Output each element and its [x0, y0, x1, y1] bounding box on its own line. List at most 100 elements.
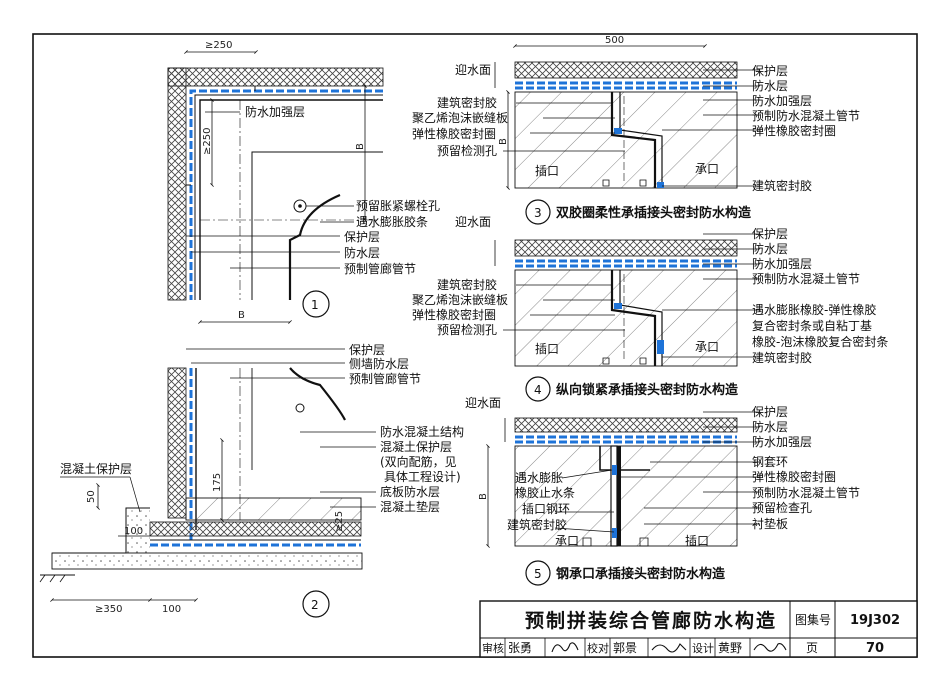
- detail3-label-sealant: 建筑密封胶: [437, 95, 497, 110]
- checker-signature: [651, 643, 687, 653]
- detail3-water-side: 迎水面: [455, 63, 491, 77]
- drawing-title: 预制拼装综合管廊防水构造: [525, 609, 777, 632]
- detail1-label-pipe: 预制管廊管节: [344, 261, 416, 276]
- designer-name: 黄野: [718, 641, 742, 655]
- detail1-dim-top: ≥250: [205, 40, 232, 51]
- detail3-label-foam-board: 聚乙烯泡沫嵌缝板: [412, 110, 508, 125]
- detail5-label-swell-2: 橡胶止水条: [515, 485, 575, 500]
- detail2-dim-175: 175: [212, 473, 223, 492]
- detail2-dim-25: ≥25: [334, 511, 345, 532]
- checker-name: 郭景: [613, 641, 637, 655]
- detail5-number: 5: [534, 567, 542, 581]
- detail5-label-steel-ring: 插口钢环: [522, 502, 570, 516]
- detail4-socket: 承口: [695, 340, 719, 354]
- detail-5: 迎水面 B 承口 插口 遇水膨胀 橡胶止水条 插口钢环 建筑密封胶 保护层 防水…: [465, 396, 860, 586]
- detail3-label-sealant-bottom: 建筑密封胶: [752, 178, 812, 193]
- page-label: 页: [806, 641, 818, 655]
- detail3-title: 双胶圈柔性承插接头密封防水构造: [556, 205, 752, 221]
- detail4-label-sealant: 建筑密封胶: [437, 277, 497, 292]
- detail5-label-rubber-ring: 弹性橡胶密封圈: [752, 469, 836, 484]
- designer-signature: [753, 643, 787, 652]
- detail2-dim-100b: 100: [162, 604, 181, 615]
- detail-1: ≥250 ≥250 B B 防水加强层 预留胀紧螺栓孔 遇水膨胀胶条 保护层 防…: [167, 40, 440, 324]
- detail5-label-check-hole: 预留检查孔: [752, 500, 812, 515]
- detail3-dim-top: 500: [605, 35, 624, 46]
- detail4-title: 纵向锁紧承插接头密封防水构造: [556, 382, 739, 398]
- detail2-label-concrete-structure: 防水混凝土结构: [380, 424, 464, 439]
- detail5-label-reinforce: 防水加强层: [752, 434, 812, 449]
- detail1-label-swell-strip: 遇水膨胀胶条: [356, 214, 428, 229]
- detail-4: 迎水面 插口 承口 建筑密封胶 聚乙烯泡沫嵌缝板 弹性橡胶密封圈 预留检测孔 保…: [412, 215, 888, 402]
- detail4-label-pipe: 预制防水混凝土管节: [752, 271, 860, 286]
- detail1-label-waterproof: 防水层: [344, 245, 380, 260]
- detail1-dim-B-side: B: [355, 143, 366, 150]
- detail3-spigot: 插口: [535, 164, 559, 178]
- detail3-socket: 承口: [695, 162, 719, 176]
- detail3-label-test-hole: 预留检测孔: [437, 143, 497, 158]
- detail1-label-reinforce: 防水加强层: [245, 104, 305, 119]
- detail5-socket: 承口: [555, 534, 579, 548]
- detail2-label-pipe: 预制管廊管节: [349, 371, 421, 386]
- detail5-label-pipe: 预制防水混凝土管节: [752, 485, 860, 500]
- detail4-label-composite-2: 复合密封条或自粘丁基: [752, 318, 872, 333]
- design-label: 设计: [692, 642, 714, 655]
- detail-2: 50 100 175 ≥25 ≥350 100 保护层 侧墙防水层 预制管廊管节…: [39, 343, 464, 618]
- detail2-dim-100a: 100: [124, 526, 143, 537]
- review-label: 审核: [482, 641, 504, 655]
- detail4-water-side: 迎水面: [455, 215, 491, 229]
- detail1-number: 1: [311, 298, 319, 312]
- detail3-label-pipe: 预制防水混凝土管节: [752, 108, 860, 123]
- detail4-spigot: 插口: [535, 342, 559, 356]
- detail2-label-concrete-protect: 混凝土保护层: [380, 439, 452, 454]
- detail2-number: 2: [311, 598, 319, 612]
- detail2-label-floor-waterproof: 底板防水层: [380, 484, 440, 499]
- detail3-number: 3: [534, 206, 542, 220]
- detail2-label-left-protect: 混凝土保护层: [60, 461, 132, 476]
- detail4-label-test-hole: 预留检测孔: [437, 322, 497, 337]
- detail3-label-rubber-ring: 弹性橡胶密封圈: [412, 126, 496, 141]
- detail3-label-waterproof: 防水层: [752, 78, 788, 93]
- sheet-border: [32, 33, 918, 658]
- detail2-label-rebar-note2: 具体工程设计): [384, 469, 461, 484]
- detail1-label-protect: 保护层: [344, 230, 380, 244]
- detail3-dim-B: B: [498, 138, 509, 145]
- detail2-dim-50: 50: [86, 490, 97, 503]
- detail4-label-rubber-ring: 弹性橡胶密封圈: [412, 307, 496, 322]
- title-block: 预制拼装综合管廊防水构造 图集号 19J302 审核 张勇 校对 郭景 设计 黄…: [479, 600, 918, 658]
- detail1-label-bolt-hole: 预留胀紧螺栓孔: [356, 198, 440, 213]
- detail4-number: 4: [534, 383, 542, 397]
- detail1-dim-side: ≥250: [202, 128, 213, 155]
- detail2-dim-350: ≥350: [95, 604, 122, 615]
- detail4-label-sealant-bottom: 建筑密封胶: [752, 350, 812, 365]
- detail5-dim-B: B: [478, 493, 489, 500]
- detail4-label-foam-board: 聚乙烯泡沫嵌缝板: [412, 292, 508, 307]
- check-label: 校对: [587, 641, 609, 655]
- detail4-label-composite-3: 橡胶-泡沫橡胶复合密封条: [752, 334, 888, 349]
- atlas-label: 图集号: [795, 612, 831, 627]
- detail5-spigot: 插口: [685, 534, 709, 548]
- reviewer-signature: [551, 642, 579, 653]
- detail3-label-protect: 保护层: [752, 64, 788, 78]
- detail3-label-rubber-ring-right: 弹性橡胶密封圈: [752, 123, 836, 138]
- detail2-label-rebar-note1: (双向配筋，见: [380, 454, 457, 469]
- detail4-label-composite-1: 遇水膨胀橡胶-弹性橡胶: [752, 302, 876, 317]
- detail5-label-backing: 衬垫板: [752, 516, 788, 531]
- detail5-label-sealant: 建筑密封胶: [507, 517, 567, 532]
- detail2-label-cushion: 混凝土垫层: [380, 499, 440, 514]
- detail5-label-swell-1: 遇水膨胀: [515, 471, 563, 485]
- detail1-dim-B-bottom: B: [238, 310, 245, 321]
- detail5-water-side: 迎水面: [465, 396, 501, 410]
- detail5-label-protect: 保护层: [752, 405, 788, 419]
- atlas-number: 19J302: [850, 613, 900, 628]
- detail-3: 500 迎水面 B 插口 承口 建筑密封胶 聚乙烯泡沫嵌缝板 弹性橡胶密封圈 预…: [412, 35, 860, 225]
- detail3-label-reinforce: 防水加强层: [752, 93, 812, 108]
- detail4-label-reinforce: 防水加强层: [752, 256, 812, 271]
- detail4-label-waterproof: 防水层: [752, 241, 788, 256]
- page-number: 70: [866, 641, 884, 656]
- detail5-title: 钢承口承插接头密封防水构造: [556, 566, 726, 582]
- detail2-label-protect: 保护层: [349, 343, 385, 357]
- detail5-label-waterproof: 防水层: [752, 419, 788, 434]
- detail2-label-side-waterproof: 侧墙防水层: [349, 356, 409, 371]
- reviewer-name: 张勇: [508, 641, 532, 655]
